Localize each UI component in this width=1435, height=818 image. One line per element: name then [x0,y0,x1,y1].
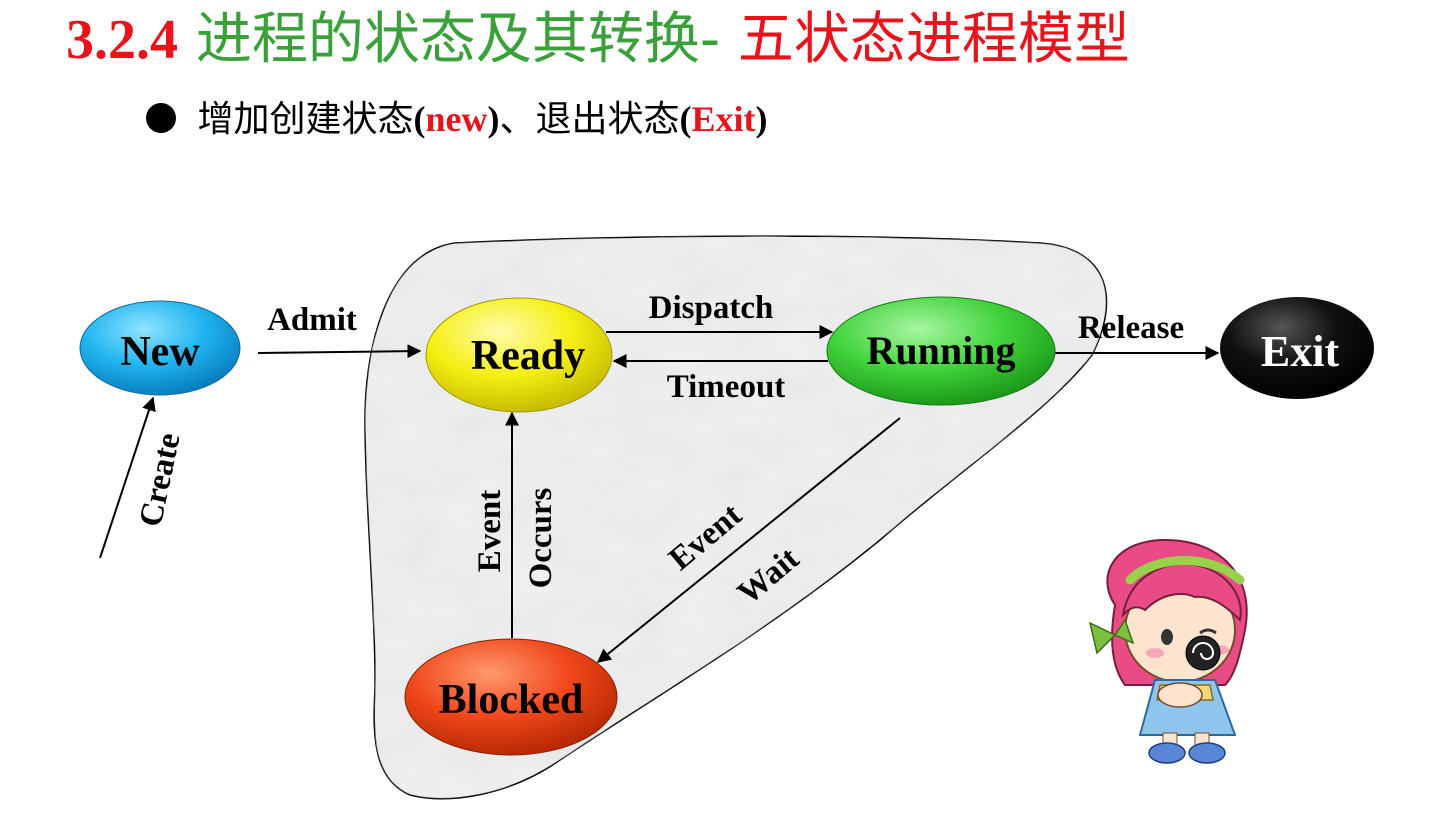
bullet-dot-icon [146,103,176,133]
label-event-occurs-2: Occurs [523,487,559,588]
state-ready-label: Ready [471,333,585,379]
bullet-text-prefix: 增加创建状态 [197,99,414,140]
label-timeout: Timeout [667,369,786,405]
state-exit: Exit [1220,297,1374,399]
state-blocked-label: Blocked [439,677,584,723]
state-blocked: Blocked [404,638,618,756]
cartoon-girl-illustration [1088,538,1248,764]
label-event-occurs-1: Event [472,490,508,573]
state-new: New [79,300,241,396]
slide-title: 3.2.4 进程的状态及其转换- 五状态进程模型 [66,2,1130,78]
state-new-label: New [120,329,200,375]
transition-arrows [99,325,1220,663]
label-dispatch: Dispatch [649,290,774,326]
label-admit: Admit [267,302,357,338]
bullet-paren-close-1: ) [487,99,500,139]
label-create: Create [133,430,188,530]
title-sub: 五状态进程模型 [737,7,1130,72]
create-arrow [99,396,156,559]
section-number: 3.2.4 [66,9,178,71]
bullet-point: 增加创建状态(new)、退出状态(Exit) [146,92,768,146]
state-running: Running [826,296,1056,406]
bullet-exit-word: Exit [691,99,756,139]
state-running-label: Running [867,328,1016,373]
state-ready: Ready [425,297,613,413]
bullet-paren-open-1: ( [413,99,426,139]
bullet-paren-open-2: ( [679,99,692,139]
bullet-new-word: new [425,99,488,139]
bullet-text-mid: 、退出状态 [499,99,680,140]
title-main: 进程的状态及其转换- [195,7,721,72]
state-exit-label: Exit [1261,327,1340,376]
bullet-paren-close-2: ) [755,99,768,139]
event-wait-arrow [596,417,901,663]
label-release: Release [1078,310,1184,346]
admit-arrow [257,344,422,359]
